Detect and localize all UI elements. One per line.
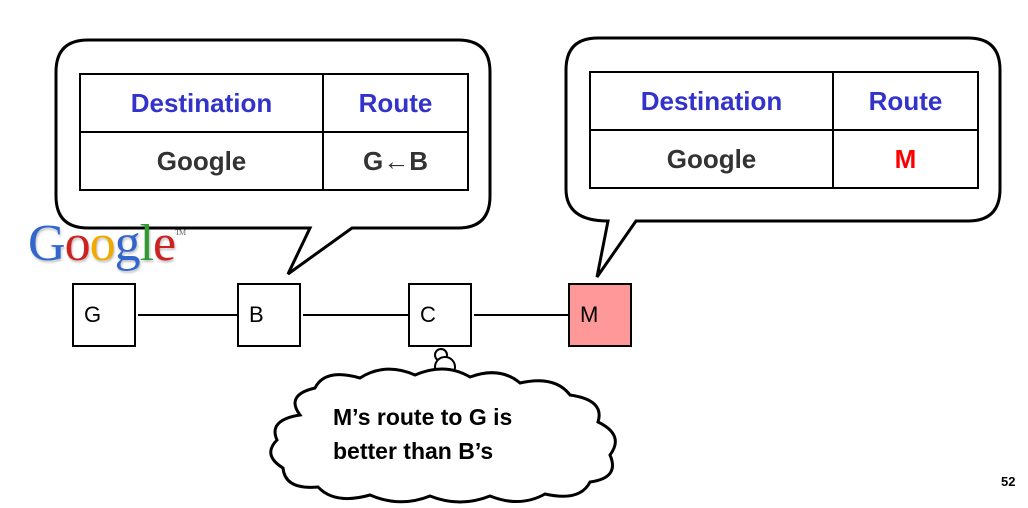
routing-table-m: Destination Route Google M [589, 71, 979, 189]
google-logo-letter: l [139, 215, 154, 272]
node-b-label: B [249, 302, 264, 327]
thought-line-2: better than B’s [333, 438, 494, 464]
routing-table-b: Destination Route Google G←B [79, 73, 469, 191]
node-g: G [72, 283, 136, 347]
node-m: M [568, 283, 632, 347]
thought-cloud [269, 367, 617, 504]
thought-line-1: M’s route to G is [333, 404, 513, 430]
table-b-header-route: Route [322, 73, 469, 133]
table-b-destination: Google [79, 131, 324, 191]
google-logo-letter: o [64, 215, 91, 272]
table-m-route: M [832, 129, 979, 189]
node-m-label: M [580, 302, 599, 327]
google-logo: GoogleTM [28, 214, 186, 273]
table-m-destination: Google [589, 129, 834, 189]
thought-text: M’s route to G is better than B’s [333, 400, 583, 468]
google-logo-letter: o [89, 215, 116, 272]
page-number: 52 [1001, 474, 1016, 489]
table-b-header-destination: Destination [79, 73, 324, 133]
node-b: B [237, 283, 301, 347]
node-g-label: G [84, 302, 102, 327]
node-c: C [408, 283, 472, 347]
google-logo-letter: G [28, 215, 66, 272]
google-logo-trademark: TM [175, 228, 186, 237]
table-m-header-route: Route [832, 71, 979, 131]
google-logo-letter: g [114, 215, 141, 272]
google-logo-letter: e [153, 215, 176, 272]
table-m-header-destination: Destination [589, 71, 834, 131]
google-logo-letters: Google [28, 215, 176, 272]
table-b-route: G←B [322, 131, 469, 191]
node-c-label: C [420, 302, 436, 327]
